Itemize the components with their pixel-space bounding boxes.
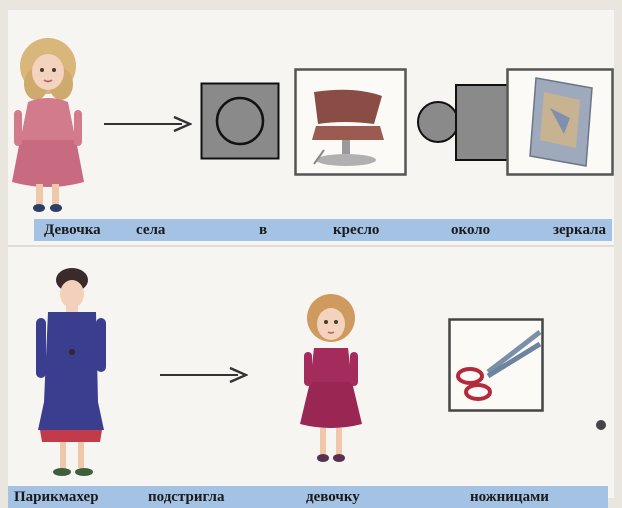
word-podstrigla: подстригла (148, 489, 224, 506)
word-nozhnitsami: ножницами (470, 489, 549, 506)
word-v: в (259, 222, 267, 239)
word-devochka: Девочка (44, 222, 101, 239)
scissors-icon (448, 318, 544, 412)
word-devochku: девочку (306, 489, 360, 506)
girl-doll-burgundy-dress-icon (296, 290, 366, 470)
period-dot-icon (594, 418, 608, 432)
mirror-icon (506, 68, 614, 176)
word-kreslo: кресло (333, 222, 379, 239)
word-parikmakher: Парикмахер (14, 489, 99, 506)
barber-chair-icon (294, 68, 407, 176)
square-with-circle-in-icon (200, 82, 280, 160)
word-sela: села (136, 222, 165, 239)
word-okolo: около (451, 222, 490, 239)
hairdresser-woman-icon (28, 262, 114, 484)
sentence-band-1 (34, 219, 612, 241)
arrow-right-icon (104, 115, 192, 133)
girl-doll-pink-dress-icon (6, 32, 88, 214)
arrow-right-icon (160, 366, 248, 384)
row-divider (8, 245, 614, 247)
word-zerkala: зеркала (553, 222, 606, 239)
